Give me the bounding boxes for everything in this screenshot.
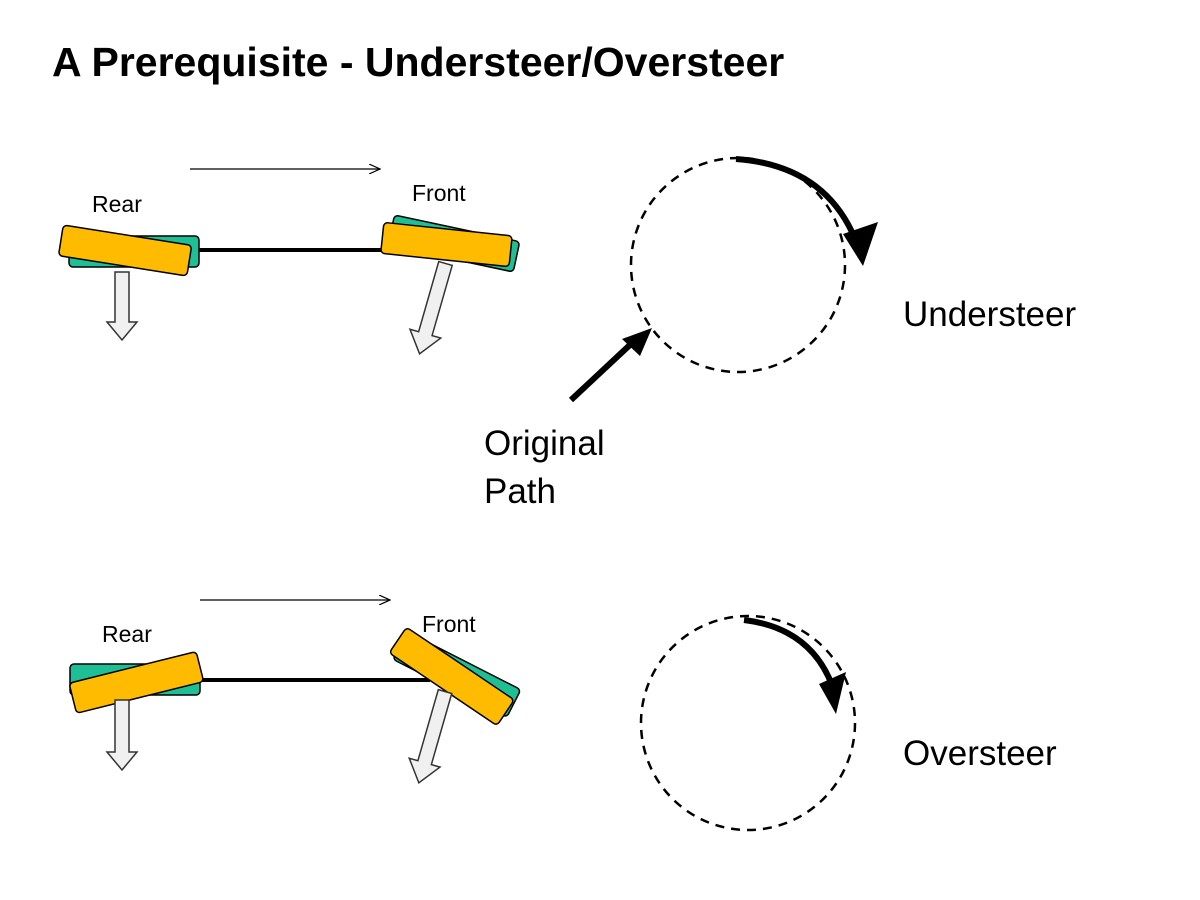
front-label: Front bbox=[422, 611, 476, 637]
front-tire bbox=[389, 628, 521, 725]
front-force-arrow bbox=[408, 260, 454, 356]
rear-label: Rear bbox=[102, 621, 152, 647]
slide-title: A Prerequisite - Understeer/Oversteer bbox=[52, 39, 785, 85]
oversteer-vehicle: Rear Front bbox=[69, 600, 521, 785]
rear-force-arrow bbox=[105, 699, 139, 772]
original-path-pointer bbox=[568, 328, 652, 403]
oversteer-trajectory bbox=[743, 617, 835, 687]
oversteer-arrowhead bbox=[819, 672, 846, 714]
understeer-caption: Understeer bbox=[903, 295, 1076, 334]
front-tire bbox=[380, 215, 520, 272]
rear-label: Rear bbox=[92, 191, 142, 217]
understeer-vehicle: Rear Front bbox=[58, 169, 520, 356]
original-path-circle bbox=[639, 614, 857, 832]
oversteer-path bbox=[639, 614, 857, 832]
rear-tire bbox=[58, 224, 200, 277]
front-force-arrow bbox=[407, 688, 453, 785]
front-label: Front bbox=[412, 180, 466, 206]
original-path-line1: Original bbox=[484, 424, 605, 463]
oversteer-caption: Oversteer bbox=[903, 734, 1057, 773]
original-path-circle bbox=[629, 156, 847, 374]
understeer-arrowhead bbox=[843, 222, 878, 266]
rear-tire bbox=[69, 651, 204, 714]
understeer-trajectory bbox=[735, 156, 855, 234]
understeer-path bbox=[629, 156, 878, 374]
rear-force-arrow bbox=[105, 271, 139, 342]
original-path-line2: Path bbox=[484, 472, 556, 511]
